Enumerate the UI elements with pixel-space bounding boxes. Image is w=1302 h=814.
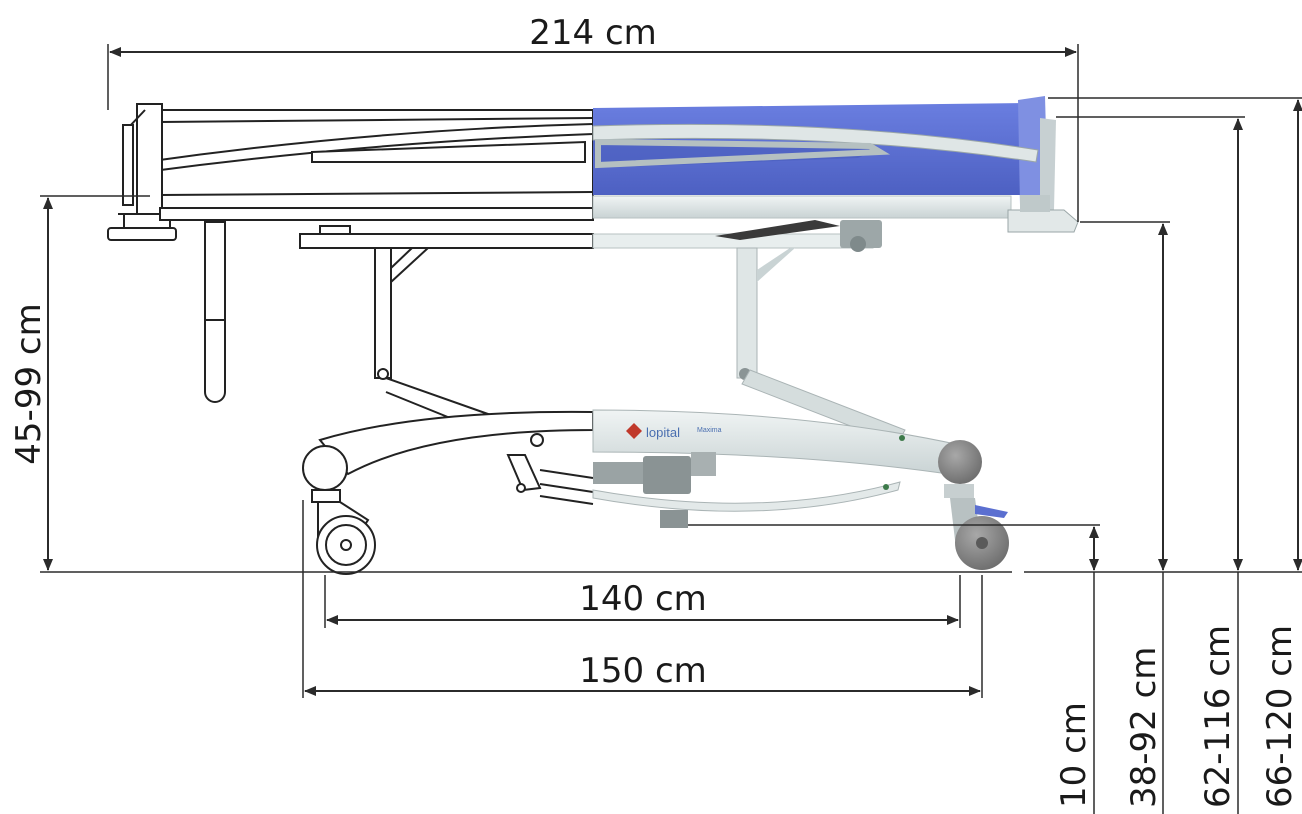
dimension-lines <box>40 44 1302 814</box>
stretcher-rendered-half: lopital Maxima <box>592 96 1079 570</box>
brand-logo: lopital Maxima <box>626 423 722 440</box>
label-ground-clearance: 10 cm <box>1054 702 1094 808</box>
label-mattress-height: 45-99 cm <box>9 303 49 464</box>
label-overall-length: 214 cm <box>529 13 657 53</box>
label-height-range-2: 62-116 cm <box>1198 625 1238 808</box>
stretcher-outline-half <box>107 103 594 575</box>
label-height-range-3: 66-120 cm <box>1260 625 1300 808</box>
label-wheelbase-inner: 140 cm <box>579 579 707 619</box>
label-wheelbase-outer: 150 cm <box>579 651 707 691</box>
label-height-range-1: 38-92 cm <box>1124 647 1164 808</box>
model-name: Maxima <box>697 427 722 434</box>
brand-name: lopital <box>646 425 680 440</box>
